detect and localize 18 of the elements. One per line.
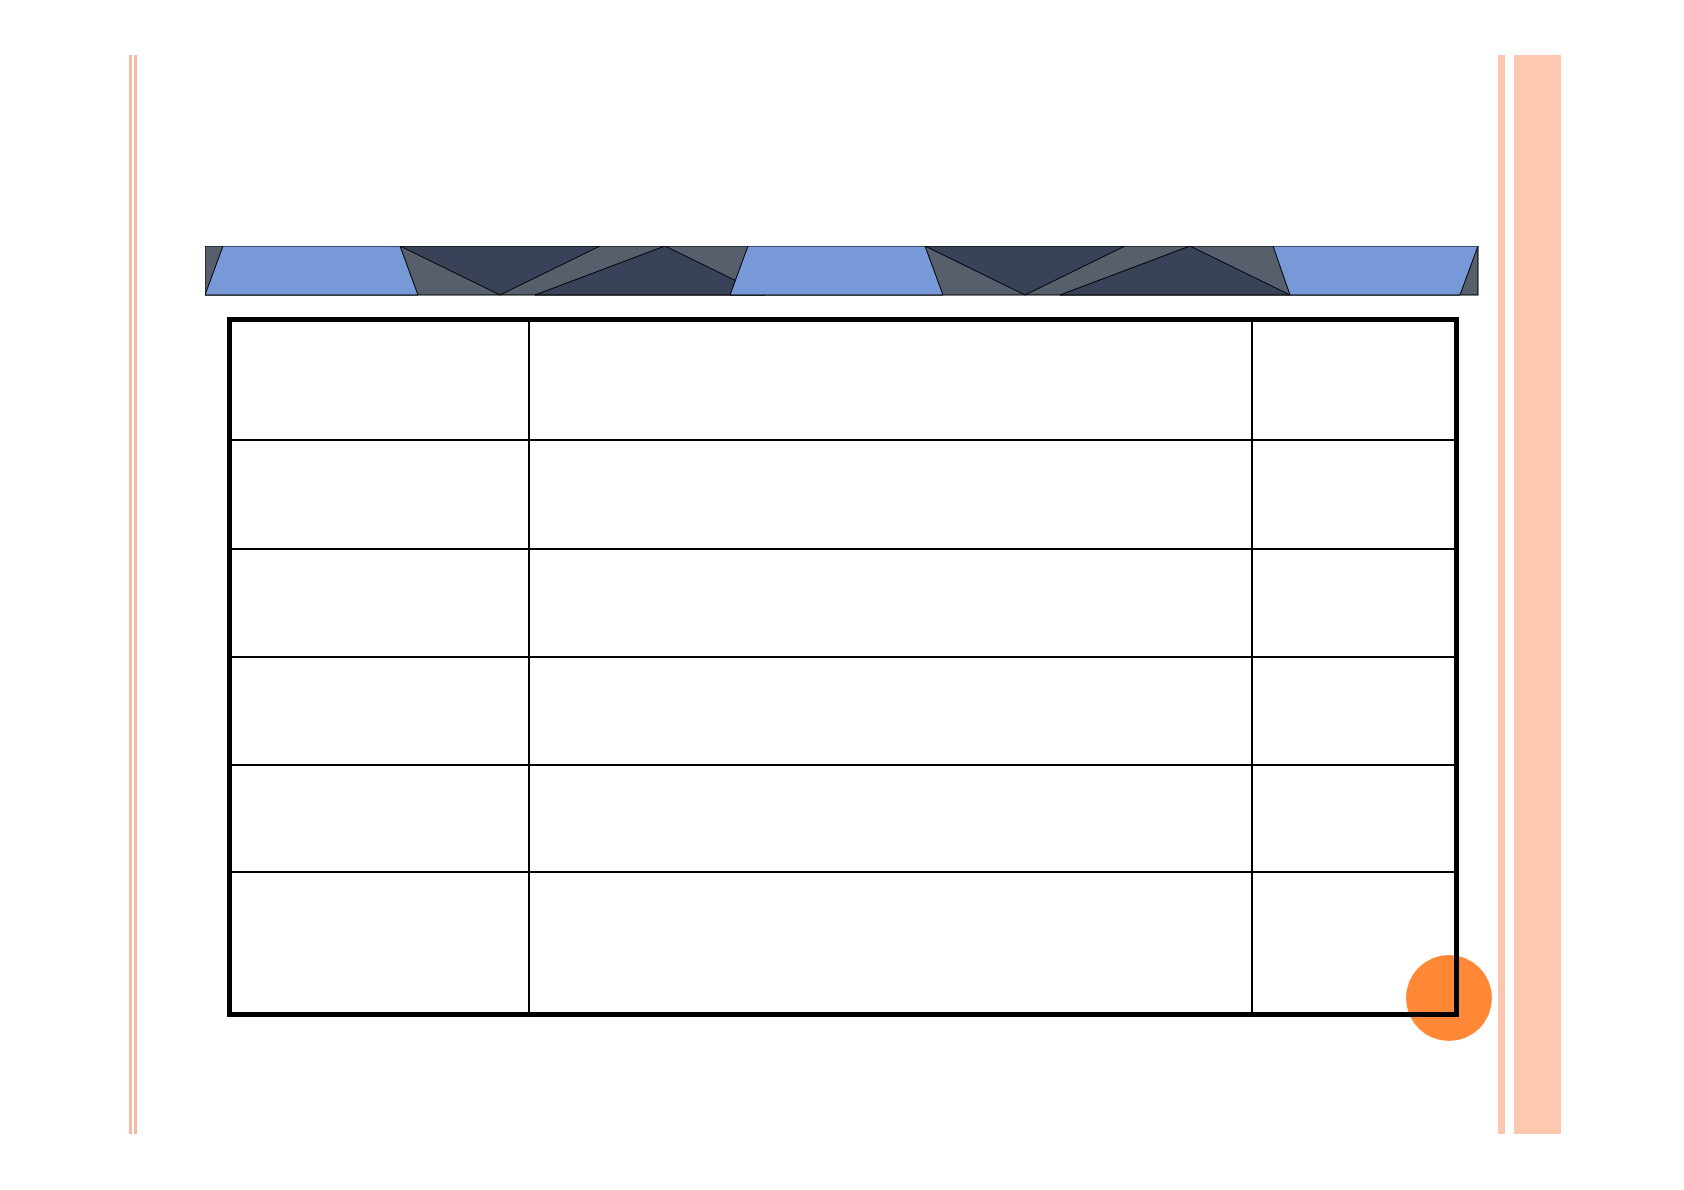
table-cell-frame: [529, 872, 1252, 1013]
table-cell-frame: [231, 440, 529, 549]
table-cell-frame: [529, 765, 1252, 872]
table-cell-frame: [231, 549, 529, 657]
table-cell-frame: [231, 657, 529, 765]
table-cell-frame: [1252, 657, 1455, 765]
table-cell-frame: [231, 872, 529, 1013]
table-cell-frame: [231, 321, 529, 440]
table-cell-frame: [1252, 549, 1455, 657]
table-cell-frame: [529, 657, 1252, 765]
table-cell-frame: [231, 765, 529, 872]
table-cell-frame: [529, 321, 1252, 440]
table-cell-frame: [1252, 872, 1455, 1013]
table-cell-frame: [529, 549, 1252, 657]
table-cell-frame: [1252, 321, 1455, 440]
table-cell-frame: [1252, 440, 1455, 549]
table-cell-frame: [529, 440, 1252, 549]
table-cell-frame: [1252, 765, 1455, 872]
